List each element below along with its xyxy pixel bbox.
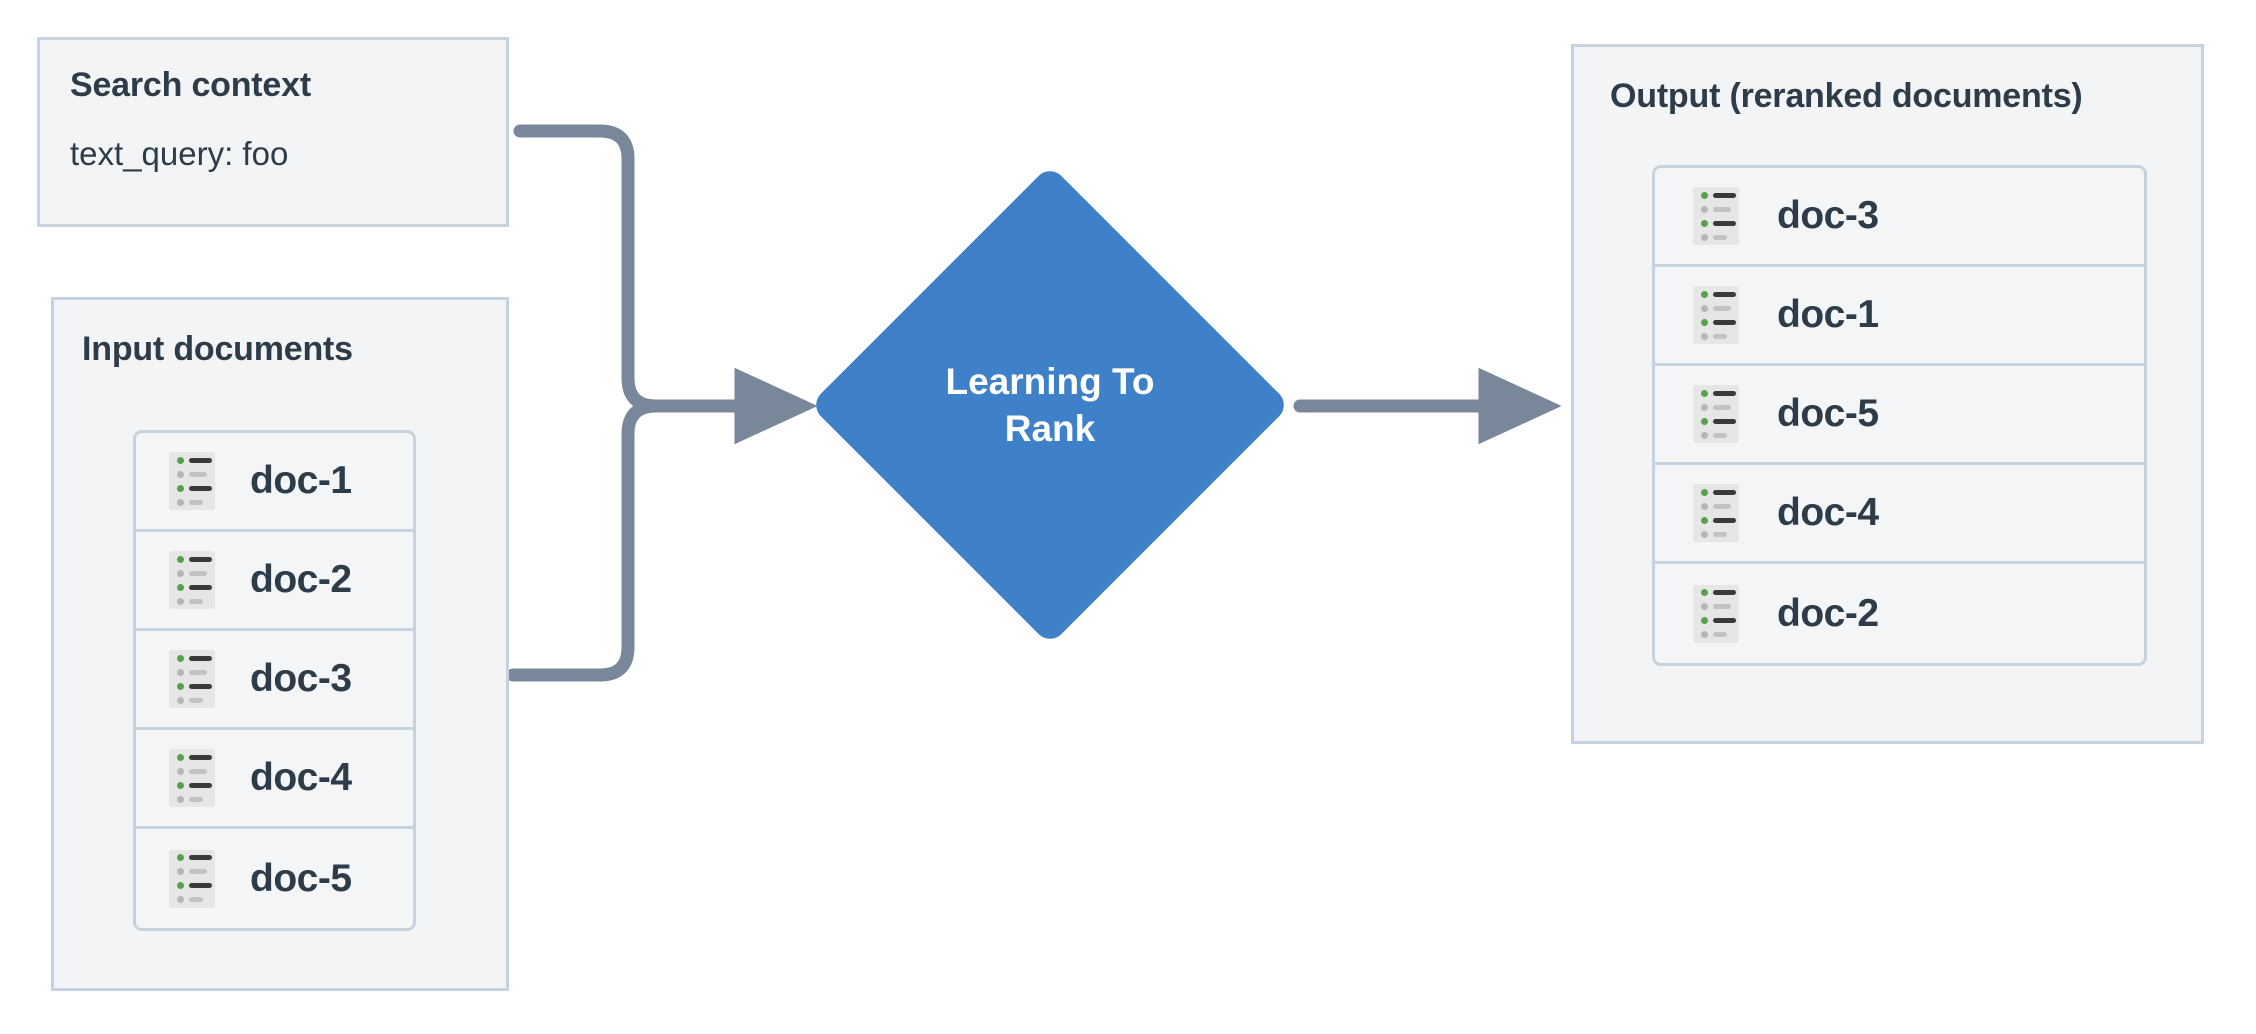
document-label: doc-1 [1777,293,1879,336]
search-context-title: Search context [70,66,311,104]
output-documents-list: doc-3 doc-1 doc-5 [1652,165,2147,666]
list-item[interactable]: doc-1 [136,433,413,532]
document-label: doc-3 [1777,194,1879,237]
document-label: doc-5 [1777,392,1879,435]
connector-search-context-to-ltr [513,124,697,413]
connector-input-documents-to-ltr [506,399,697,682]
document-label: doc-4 [250,756,352,799]
output-documents-title: Output (reranked documents) [1610,77,2083,115]
list-item[interactable]: doc-3 [136,631,413,730]
document-list-icon [169,749,215,807]
document-list-icon [169,551,215,609]
list-item[interactable]: doc-4 [1655,465,2144,564]
document-list-icon [169,650,215,708]
search-context-panel: Search context text_query: foo [37,37,509,227]
document-label: doc-2 [1777,591,1879,635]
output-documents-panel: Output (reranked documents) doc-3 [1571,44,2204,744]
document-list-icon [1693,584,1739,643]
document-list-icon [1693,286,1739,344]
document-label: doc-1 [250,459,352,502]
input-documents-panel: Input documents doc-1 doc-2 [51,297,509,991]
document-label: doc-3 [250,657,352,700]
list-item[interactable]: doc-2 [136,532,413,631]
document-list-icon [169,452,215,510]
document-list-icon [1693,385,1739,443]
list-item[interactable]: doc-4 [136,730,413,829]
input-documents-list: doc-1 doc-2 doc-3 [133,430,416,931]
input-documents-title: Input documents [82,330,353,368]
learning-to-rank-node[interactable] [809,164,1291,646]
document-label: doc-4 [1777,491,1879,534]
document-label: doc-5 [250,856,352,900]
search-context-query: text_query: foo [70,135,289,172]
document-label: doc-2 [250,558,352,601]
document-list-icon [1693,484,1739,542]
list-item[interactable]: doc-3 [1655,168,2144,267]
document-list-icon [1693,187,1739,245]
list-item[interactable]: doc-2 [1655,564,2144,663]
document-list-icon [169,849,215,908]
list-item[interactable]: doc-5 [136,829,413,928]
list-item[interactable]: doc-1 [1655,267,2144,366]
list-item[interactable]: doc-5 [1655,366,2144,465]
